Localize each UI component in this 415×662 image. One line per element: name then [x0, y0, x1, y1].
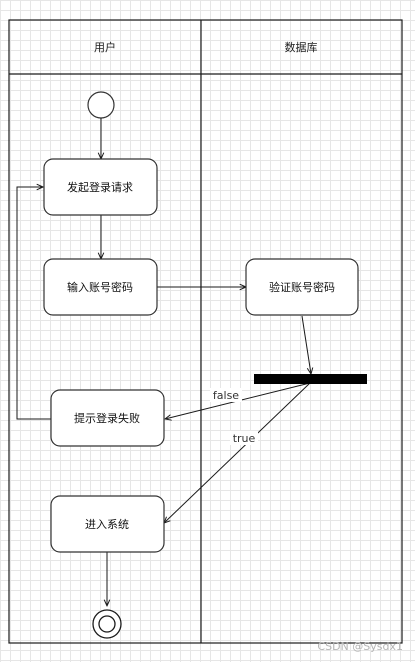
lane-title-database: 数据库 [285, 40, 318, 54]
edge-verify-to-bar [301, 315, 311, 374]
node-enter-credentials-label: 输入账号密码 [67, 280, 133, 294]
node-verify-credentials: 验证账号密码 [245, 258, 359, 316]
node-enter-credentials: 输入账号密码 [43, 258, 158, 316]
node-login-failed-label: 提示登录失败 [74, 411, 140, 425]
edge-failed-loopback [16, 187, 51, 420]
lane-title-user: 用户 [94, 40, 116, 54]
false-label-bg [210, 388, 242, 402]
node-enter-system-label: 进入系统 [85, 518, 129, 531]
true-label-bg [230, 431, 258, 445]
initial-node [87, 91, 115, 119]
swimlane-frame [8, 19, 403, 644]
final-node [92, 609, 122, 639]
node-initiate-login-label: 发起登录请求 [67, 180, 133, 194]
true-label: true [233, 432, 256, 445]
node-login-failed: 提示登录失败 [50, 389, 165, 447]
edge-true [164, 382, 311, 523]
node-enter-system: 进入系统 [50, 495, 165, 553]
watermark: CSDN @Sysdx1 [317, 640, 403, 653]
false-label: false [213, 389, 239, 402]
sync-bar [254, 374, 367, 384]
node-verify-credentials-label: 验证账号密码 [269, 280, 335, 294]
node-initiate-login: 发起登录请求 [43, 158, 158, 216]
